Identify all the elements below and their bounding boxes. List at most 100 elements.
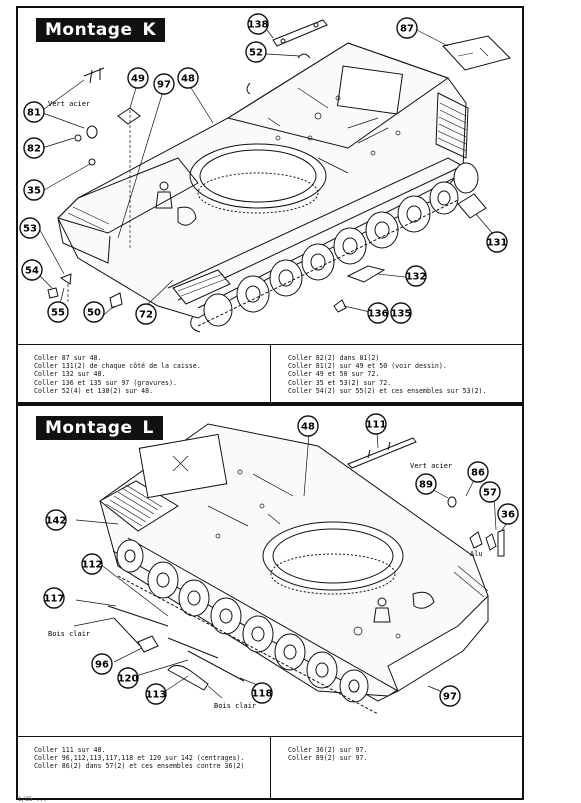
svg-text:72: 72 bbox=[139, 310, 153, 321]
note-line: Coller 54(2) sur 55(2) et ces ensembles … bbox=[288, 386, 487, 395]
callout-l: 97 bbox=[439, 685, 461, 707]
notes-left-k: Coller 87 sur 48. Coller 131(2) de chaqu… bbox=[34, 354, 201, 395]
montage-l-notes: Coller 111 sur 48. Coller 96,112,113,117… bbox=[18, 736, 522, 799]
note-line: Coller 87 sur 48. bbox=[34, 354, 102, 362]
note-line: Coller 52(4) et 138(2) sur 48. bbox=[34, 386, 154, 395]
note-line: Coller 89(2) sur 97. bbox=[288, 754, 368, 763]
montage-l-title-letter: L bbox=[142, 418, 154, 438]
notes-left-l: Coller 111 sur 48. Coller 96,112,113,117… bbox=[34, 746, 244, 771]
svg-text:57: 57 bbox=[483, 488, 497, 499]
callout-k: 54 bbox=[21, 259, 43, 281]
svg-text:82: 82 bbox=[27, 144, 41, 155]
turret-ring-k bbox=[189, 143, 327, 209]
material-label-l2: Alu bbox=[470, 550, 483, 558]
material-label-l3: Bois clair bbox=[48, 630, 90, 638]
montage-k-title-word: Montage bbox=[45, 20, 133, 40]
note-line: Coller 82(2) dans 81(2) bbox=[288, 354, 380, 362]
callout-k: 81 bbox=[23, 101, 45, 123]
callout-l: 89 bbox=[415, 473, 437, 495]
svg-text:89: 89 bbox=[419, 480, 433, 491]
svg-text:142: 142 bbox=[46, 516, 67, 527]
callout-k: 48 bbox=[177, 67, 199, 89]
callout-k: 52 bbox=[245, 41, 267, 63]
svg-text:138: 138 bbox=[248, 20, 269, 31]
svg-text:132: 132 bbox=[406, 272, 427, 283]
note-line: Coller 36(2) sur 97. bbox=[288, 746, 368, 754]
callout-k: 131 bbox=[486, 231, 508, 253]
svg-text:55: 55 bbox=[51, 308, 65, 319]
callouts-l: 48 111 86 89 57 36 142 112 117 96 120 11… bbox=[43, 413, 519, 707]
turret-ring-l bbox=[262, 521, 404, 591]
callout-k: 136 bbox=[367, 302, 389, 324]
note-line: Coller 86(2) dans 57(2) et ces ensembles… bbox=[34, 762, 245, 771]
callout-l: 86 bbox=[467, 461, 489, 483]
montage-l-drawing: 48 111 86 89 57 36 142 112 117 96 120 11… bbox=[43, 413, 519, 715]
svg-text:35: 35 bbox=[27, 186, 41, 197]
note-line: Coller 111 sur 48. bbox=[34, 746, 106, 754]
callout-k: 50 bbox=[83, 301, 105, 323]
notes-right-k: Coller 82(2) dans 81(2) Coller 81(2) sur… bbox=[288, 354, 487, 395]
svg-text:97: 97 bbox=[443, 692, 457, 703]
svg-text:36: 36 bbox=[501, 510, 515, 521]
notes-right-l: Coller 36(2) sur 97. Coller 89(2) sur 97… bbox=[288, 746, 367, 762]
callout-l: 120 bbox=[117, 667, 139, 689]
svg-text:118: 118 bbox=[252, 689, 273, 700]
note-line: Coller 136 et 135 sur 97 (gravures). bbox=[34, 378, 177, 387]
callouts-k: 138 87 52 49 97 48 81 82 35 53 54 55 50 … bbox=[19, 13, 508, 325]
callout-l: 112 bbox=[81, 553, 103, 575]
svg-text:120: 120 bbox=[118, 674, 139, 685]
callout-k: 97 bbox=[153, 73, 175, 95]
svg-text:48: 48 bbox=[181, 74, 195, 85]
callout-l: 57 bbox=[479, 481, 501, 503]
svg-text:97: 97 bbox=[157, 80, 171, 91]
svg-text:53: 53 bbox=[23, 224, 37, 235]
svg-text:52: 52 bbox=[249, 48, 263, 59]
svg-text:96: 96 bbox=[95, 660, 109, 671]
callout-l: 113 bbox=[145, 683, 167, 705]
svg-text:111: 111 bbox=[366, 420, 387, 431]
callout-l: 142 bbox=[45, 509, 67, 531]
svg-text:87: 87 bbox=[400, 24, 414, 35]
montage-l-title: Montage L bbox=[36, 416, 163, 440]
svg-text:48: 48 bbox=[301, 422, 315, 433]
callout-l: 118 bbox=[251, 682, 273, 704]
montage-k-notes: Coller 87 sur 48. Coller 131(2) de chaqu… bbox=[18, 344, 522, 403]
note-line: Coller 96,112,113,117,118 et 120 sur 142… bbox=[34, 754, 245, 763]
svg-text:112: 112 bbox=[82, 560, 103, 571]
note-line: Coller 35 et 53(2) sur 72. bbox=[288, 378, 392, 387]
material-label-l1: Vert acier bbox=[410, 462, 452, 470]
notes-divider bbox=[270, 345, 271, 403]
callout-k: 72 bbox=[135, 303, 157, 325]
svg-text:117: 117 bbox=[44, 594, 65, 605]
material-label-l4: Bois clair bbox=[214, 702, 256, 710]
callout-k: 55 bbox=[47, 301, 69, 323]
svg-text:54: 54 bbox=[25, 266, 39, 277]
montage-k-panel: Montage K bbox=[16, 6, 524, 404]
callout-k: 87 bbox=[396, 17, 418, 39]
montage-l-title-word: Montage bbox=[45, 418, 133, 438]
note-line: Coller 131(2) de chaque côté de la caiss… bbox=[34, 362, 201, 371]
svg-text:81: 81 bbox=[27, 108, 41, 119]
callout-l: 36 bbox=[497, 503, 519, 525]
callout-l: 111 bbox=[365, 413, 387, 435]
callout-k: 132 bbox=[405, 265, 427, 287]
callout-l: 117 bbox=[43, 587, 65, 609]
montage-k-title-letter: K bbox=[142, 20, 157, 40]
material-label-k: Vert acier bbox=[48, 100, 90, 108]
svg-text:49: 49 bbox=[131, 74, 145, 85]
callout-k: 135 bbox=[390, 302, 412, 324]
montage-k-title: Montage K bbox=[36, 18, 166, 42]
note-line: Coller 132 sur 48. bbox=[34, 370, 106, 379]
svg-text:86: 86 bbox=[471, 468, 485, 479]
svg-text:131: 131 bbox=[487, 238, 508, 249]
note-line: Coller 81(2) sur 49 et 50 (voir dessin). bbox=[288, 362, 447, 371]
montage-k-drawing: 138 87 52 49 97 48 81 82 35 53 54 55 50 … bbox=[19, 13, 511, 333]
callout-k: 138 bbox=[247, 13, 269, 35]
svg-text:50: 50 bbox=[87, 308, 101, 319]
callout-l: 48 bbox=[297, 415, 319, 437]
note-line: Coller 49 et 50 sur 72. bbox=[288, 370, 380, 379]
svg-text:135: 135 bbox=[391, 309, 412, 320]
callout-k: 82 bbox=[23, 137, 45, 159]
callout-k: 49 bbox=[127, 67, 149, 89]
montage-l-panel: Montage L bbox=[16, 404, 524, 800]
